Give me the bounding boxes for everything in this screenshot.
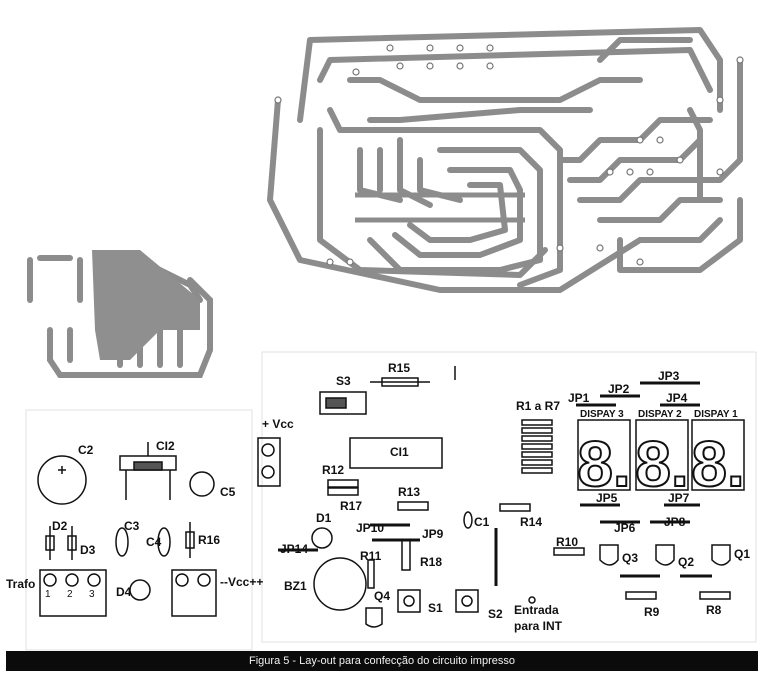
label-dispay-3: DISPAY 3 [580,409,624,420]
label-r1-r7: R1 a R7 [516,399,561,413]
label-r18: R18 [420,555,443,569]
digit-3: 8. [577,428,630,500]
label-jp3: JP3 [658,369,680,383]
digit-1: 8. [691,428,744,500]
label-jp7: JP7 [668,491,690,505]
figure-caption: Figura 5 - Lay-out para confecção do cir… [6,651,758,671]
label-r10: R10 [556,535,579,549]
label-r14: R14 [520,515,543,529]
label-jp14: JP14 [280,542,309,556]
label-para-int: para INT [514,619,563,633]
label-jp2: JP2 [608,382,630,396]
label-r11: R11 [360,549,382,563]
label-q4: Q4 [374,589,391,603]
display-digits: 8. 8. 8. [576,427,745,501]
label-jp1: JP1 [568,391,590,405]
label-d1: D1 [316,511,332,525]
component-silkscreen [37,366,745,628]
label-r9: R9 [644,605,660,619]
label-q2: Q2 [678,555,695,569]
label-s1: S1 [428,601,443,615]
label-ci1: CI1 [390,445,409,459]
copper-pour [92,250,200,360]
label-r13: R13 [398,485,421,499]
label-bz1: BZ1 [284,579,307,593]
label-c3: C3 [124,519,140,533]
copper-pads-main [274,44,744,266]
label-r16: R16 [198,533,221,547]
digit-2: 8. [635,428,688,500]
copper-traces-main [267,27,743,293]
label-jp9: JP9 [422,527,444,541]
label-q1: Q1 [734,547,751,561]
label-jp8: JP8 [664,515,686,529]
label-d4: D4 [116,585,132,599]
label-q3: Q3 [622,551,639,565]
label-c5: C5 [220,485,236,499]
label-vcc-plus: + Vcc [262,417,294,431]
label-r8: R8 [706,603,722,617]
label-s3: S3 [336,374,351,388]
label-jp6: JP6 [614,521,636,535]
label-entrada: Entrada [514,603,559,617]
supply-board-outline [25,409,253,651]
label-ci2: CI2 [156,439,175,453]
label-s2: S2 [488,607,503,621]
label-c1: C1 [474,515,490,529]
pin-1: 1 [45,589,51,600]
label-d2: D2 [52,519,68,533]
label-dispay-2: DISPAY 2 [638,409,682,420]
label-jp5: JP5 [596,491,618,505]
main-board-outline [261,351,757,643]
label-c2: C2 [78,443,94,457]
label-vcc-minus: --Vcc++ [220,575,264,589]
pin-2: 2 [67,589,73,600]
label-trafo: Trafo [6,577,36,591]
label-jp4: JP4 [666,391,688,405]
label-dispay-1: DISPAY 1 [694,409,738,420]
label-r12: R12 [322,463,345,477]
label-jp10: JP10 [356,521,385,535]
label-c4: C4 [146,535,162,549]
pin-3: 3 [89,589,95,600]
label-r17: R17 [340,499,363,513]
label-d3: D3 [80,543,96,557]
ic-footprint-traces [355,192,525,223]
label-r15: R15 [388,361,411,375]
